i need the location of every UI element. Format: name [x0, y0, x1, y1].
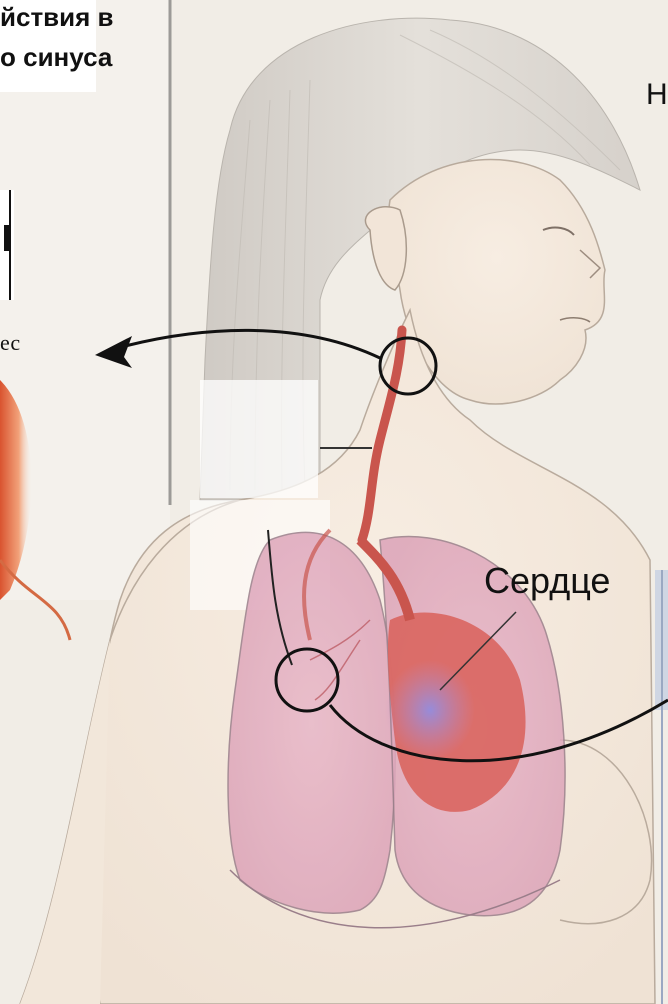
inset-title-line-2: о синуса	[0, 42, 112, 73]
right-edge-label: Н	[646, 78, 668, 112]
inset-axis-unit: ес	[0, 330, 20, 356]
heart-label: Сердце	[484, 560, 610, 602]
left-inset-panel	[0, 0, 170, 640]
inset-title-line-1: йствия в	[0, 2, 114, 33]
left-lung	[228, 533, 395, 914]
